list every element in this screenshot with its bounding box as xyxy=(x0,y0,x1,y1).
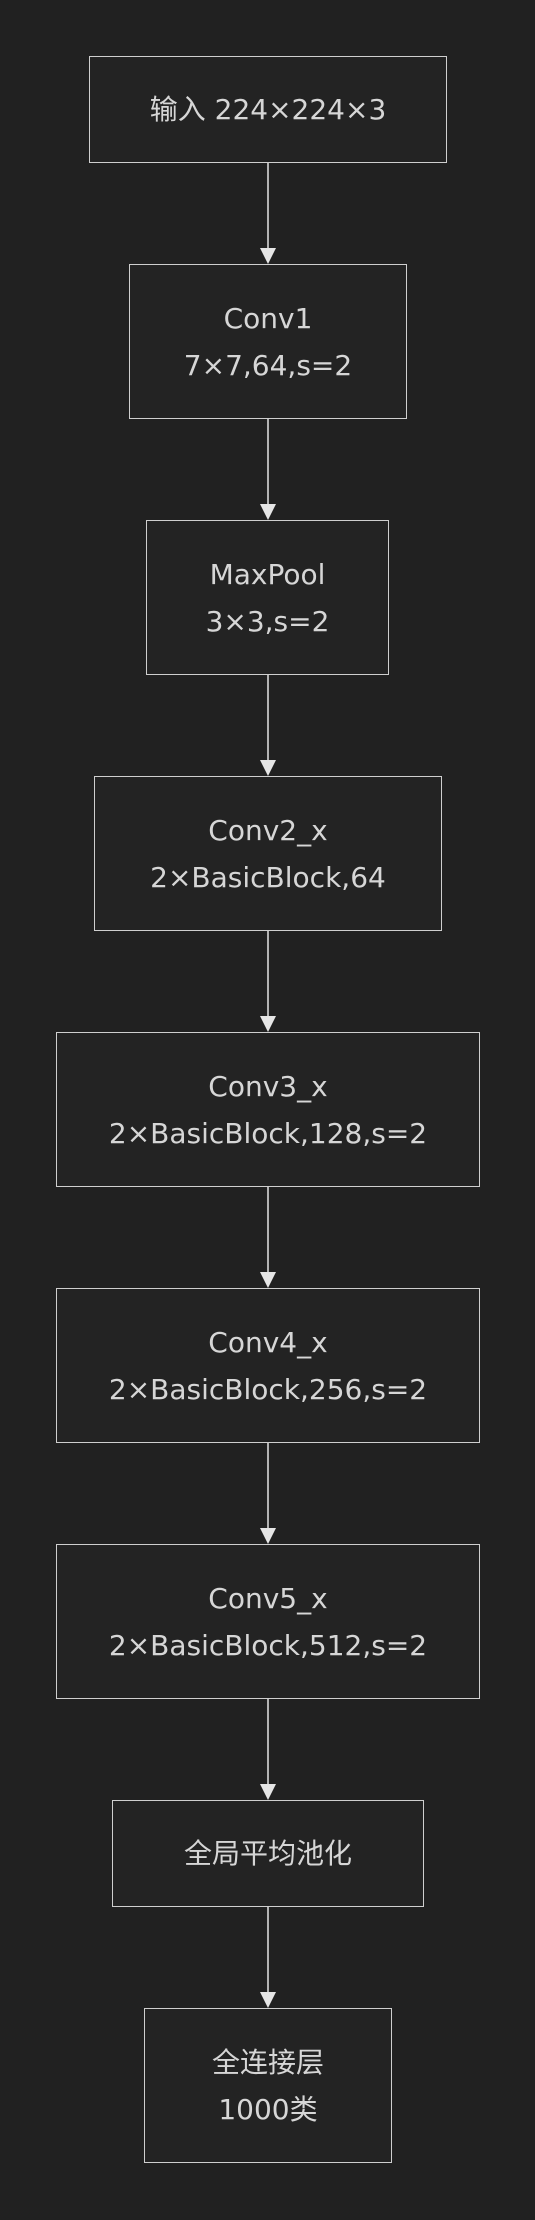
arrowhead-conv3-conv4 xyxy=(260,1272,276,1288)
node-input-line-1: 输入 224×224×3 xyxy=(149,93,387,126)
node-conv3-line-1: Conv3_x xyxy=(208,1069,328,1103)
node-fc: 全连接层 1000类 xyxy=(144,2008,392,2163)
node-conv5-line-2: 2×BasicBlock,512,s=2 xyxy=(108,1628,428,1662)
node-input: 输入 224×224×3 xyxy=(89,56,447,163)
node-maxpool-line-1: MaxPool xyxy=(209,557,326,591)
node-conv1-line-1: Conv1 xyxy=(223,301,313,335)
node-conv4-line-1: Conv4_x xyxy=(208,1325,328,1359)
node-conv5-line-1: Conv5_x xyxy=(208,1581,328,1615)
node-conv5: Conv5_x 2×BasicBlock,512,s=2 xyxy=(56,1544,480,1699)
node-maxpool-line-2: 3×3,s=2 xyxy=(205,604,330,638)
node-fc-line-2: 1000类 xyxy=(218,2092,318,2126)
node-maxpool: MaxPool 3×3,s=2 xyxy=(146,520,389,675)
node-gap: 全局平均池化 xyxy=(112,1800,424,1907)
arrowhead-gap-fc xyxy=(260,1992,276,2008)
node-conv4-line-2: 2×BasicBlock,256,s=2 xyxy=(108,1372,428,1406)
node-conv2-line-2: 2×BasicBlock,64 xyxy=(150,860,386,894)
node-gap-line-1: 全局平均池化 xyxy=(183,1837,352,1870)
node-conv2-line-1: Conv2_x xyxy=(208,813,328,847)
node-fc-line-1: 全连接层 xyxy=(211,2045,324,2079)
arrowhead-conv4-conv5 xyxy=(260,1528,276,1544)
node-conv4: Conv4_x 2×BasicBlock,256,s=2 xyxy=(56,1288,480,1443)
arrowhead-conv5-gap xyxy=(260,1784,276,1800)
node-conv1: Conv1 7×7,64,s=2 xyxy=(129,264,407,419)
arrowhead-conv1-maxpool xyxy=(260,504,276,520)
arrowhead-input-conv1 xyxy=(260,248,276,264)
node-conv1-line-2: 7×7,64,s=2 xyxy=(183,348,353,382)
arrowhead-maxpool-conv2 xyxy=(260,760,276,776)
node-conv3: Conv3_x 2×BasicBlock,128,s=2 xyxy=(56,1032,480,1187)
node-conv3-line-2: 2×BasicBlock,128,s=2 xyxy=(108,1116,428,1150)
node-conv2: Conv2_x 2×BasicBlock,64 xyxy=(94,776,442,931)
arrowhead-conv2-conv3 xyxy=(260,1016,276,1032)
